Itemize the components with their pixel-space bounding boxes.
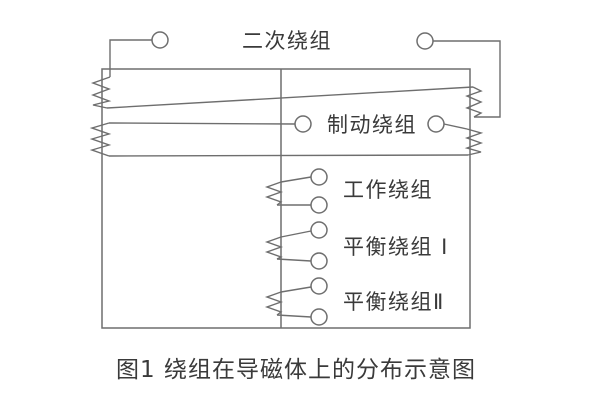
working-winding: 工作绕组: [264, 168, 433, 214]
balance-winding-1: 平衡绕组 Ⅰ: [264, 221, 449, 270]
braking-coil-right: [464, 128, 484, 156]
balance2-terminal-bottom: [310, 308, 328, 326]
braking-coil-left: [89, 122, 112, 157]
balance1-bottom-lead: [276, 258, 312, 262]
balance-winding-2: 平衡绕组Ⅱ: [264, 277, 445, 326]
balance1-terminal-top: [310, 221, 328, 239]
working-winding-label: 工作绕组: [343, 178, 433, 202]
braking-winding: 制动绕组: [89, 113, 484, 157]
braking-winding-label: 制动绕组: [327, 113, 417, 137]
secondary-winding-label: 二次绕组: [242, 29, 332, 53]
secondary-cross-wire: [106, 86, 474, 109]
secondary-terminal-left: [151, 31, 169, 49]
working-terminal-bottom: [310, 196, 328, 214]
secondary-right-lead: [433, 40, 501, 118]
working-terminal-top: [310, 168, 328, 186]
braking-bottom-wire: [108, 154, 469, 157]
secondary-coil-left: [90, 76, 112, 109]
secondary-terminal-right: [416, 32, 434, 50]
braking-terminal-left: [294, 115, 312, 133]
secondary-winding: 二次绕组: [90, 29, 501, 118]
braking-terminal-right: [427, 115, 445, 133]
secondary-coil-right: [465, 86, 483, 118]
core-outline: [101, 68, 471, 329]
balance2-terminal-top: [310, 277, 328, 295]
balance1-winding-label: 平衡绕组 Ⅰ: [343, 235, 449, 259]
balance2-coil: [264, 291, 284, 316]
balance1-terminal-bottom: [310, 252, 328, 270]
working-coil: [264, 181, 284, 206]
balance1-coil: [264, 236, 284, 260]
balance2-top-lead: [280, 286, 312, 293]
balance2-bottom-lead: [276, 314, 312, 318]
balance1-top-lead: [280, 230, 312, 238]
braking-right-lead: [443, 123, 468, 130]
balance2-winding-label: 平衡绕组Ⅱ: [343, 290, 445, 314]
secondary-left-lead: [109, 39, 152, 77]
working-top-lead: [280, 176, 312, 183]
braking-left-lead: [108, 122, 296, 125]
figure-caption: 图1 绕组在导磁体上的分布示意图: [116, 357, 476, 383]
magnetic-core: [101, 68, 471, 329]
